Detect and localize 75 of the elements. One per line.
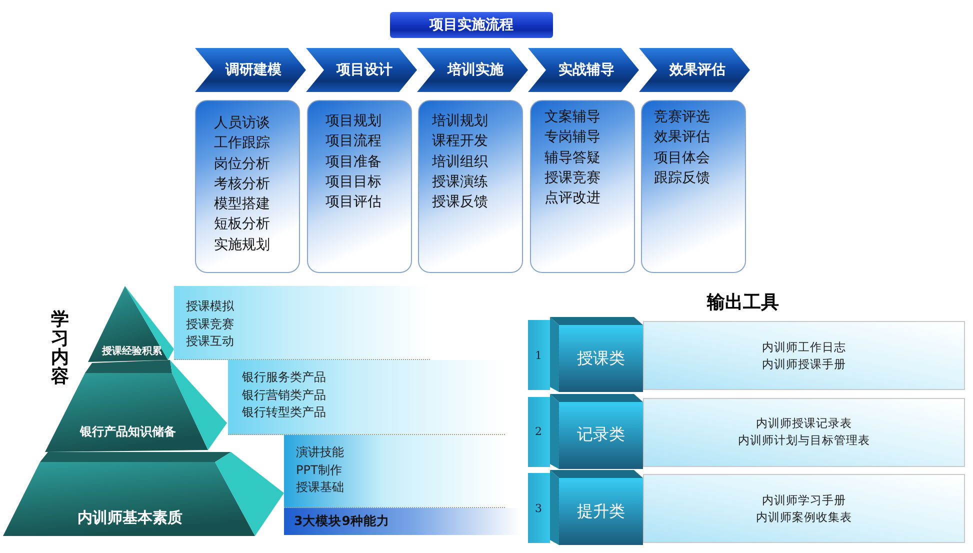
content-band bbox=[174, 286, 430, 360]
tool-band bbox=[643, 398, 965, 466]
title-banner bbox=[390, 12, 553, 38]
step-label: 调研建模 bbox=[226, 61, 282, 79]
task-item: 短板分析 bbox=[214, 215, 270, 234]
task-item: 培训组织 bbox=[432, 152, 488, 172]
tier-label: 内训师基本素质 bbox=[78, 508, 182, 528]
task-item: 课程开发 bbox=[432, 132, 488, 152]
task-item: 模型搭建 bbox=[214, 195, 270, 214]
content-item: 银行服务类产品 bbox=[242, 369, 326, 386]
task-item: 考核分析 bbox=[214, 174, 270, 194]
task-item: 文案辅导 bbox=[544, 108, 600, 127]
row-number: 1 bbox=[535, 348, 542, 362]
category-label: 授课类 bbox=[577, 348, 625, 369]
content-item: 授课基础 bbox=[296, 479, 344, 496]
task-card bbox=[641, 100, 746, 273]
tool-item: 内训师授课记录表 bbox=[756, 415, 852, 432]
task-item: 跟踪反馈 bbox=[654, 168, 710, 188]
category-label: 记录类 bbox=[577, 424, 625, 446]
task-item: 实施规划 bbox=[214, 236, 270, 255]
task-item: 项目流程 bbox=[326, 132, 382, 152]
number-tab bbox=[528, 320, 550, 390]
content-band bbox=[228, 360, 505, 435]
task-item: 培训规划 bbox=[432, 112, 488, 131]
task-item: 竞赛评选 bbox=[654, 108, 710, 127]
content-item: 授课模拟 bbox=[186, 298, 234, 315]
tier-label: 授课经验积累 bbox=[102, 344, 162, 358]
task-item: 辅导答疑 bbox=[544, 148, 600, 168]
row-number: 3 bbox=[535, 502, 542, 514]
banner-heading: 项目实施流程 bbox=[430, 16, 514, 34]
task-item: 项目评估 bbox=[326, 193, 382, 212]
task-item: 授课演练 bbox=[432, 172, 488, 192]
tool-band bbox=[643, 321, 965, 390]
step-label: 培训实施 bbox=[448, 61, 504, 79]
content-item: 演讲技能 bbox=[296, 444, 344, 461]
task-item: 授课竞赛 bbox=[544, 168, 600, 188]
content-item: 授课互动 bbox=[186, 333, 234, 350]
task-item: 项目准备 bbox=[326, 152, 382, 172]
content-band bbox=[284, 435, 505, 508]
section-heading: 学习内容 bbox=[51, 311, 70, 387]
task-item: 人员访谈 bbox=[214, 114, 270, 133]
section-heading: 输出工具 bbox=[707, 293, 779, 313]
tool-band bbox=[643, 474, 965, 543]
category-label: 提升类 bbox=[577, 501, 625, 522]
task-item: 项目体会 bbox=[654, 148, 710, 168]
number-tab bbox=[528, 473, 550, 543]
tool-item: 内训师案例收集表 bbox=[756, 508, 852, 526]
task-item: 专岗辅导 bbox=[544, 128, 600, 148]
step-label: 项目设计 bbox=[336, 61, 392, 79]
content-item: 银行转型类产品 bbox=[242, 404, 326, 422]
task-card bbox=[195, 100, 300, 273]
tool-item: 内训师计划与目标管理表 bbox=[738, 432, 870, 449]
tool-item: 内训师授课手册 bbox=[762, 356, 846, 372]
task-item: 工作跟踪 bbox=[214, 134, 270, 154]
content-item: 银行营销类产品 bbox=[242, 386, 326, 404]
step-label: 效果评估 bbox=[670, 61, 726, 79]
content-item: 授课竞赛 bbox=[186, 316, 234, 333]
task-card bbox=[306, 100, 412, 273]
number-tab bbox=[528, 396, 550, 466]
task-card bbox=[418, 100, 523, 273]
row-number: 2 bbox=[535, 425, 542, 438]
task-item: 点评改进 bbox=[544, 189, 600, 208]
tool-item: 内训师学习手册 bbox=[762, 492, 846, 508]
content-item: PPT制作 bbox=[296, 462, 342, 479]
task-item: 项目目标 bbox=[326, 172, 382, 192]
step-label: 实战辅导 bbox=[558, 61, 614, 79]
task-item: 项目规划 bbox=[326, 112, 382, 131]
summary-bar bbox=[284, 508, 520, 535]
task-card bbox=[530, 100, 634, 273]
summary-text: 3大模块9种能力 bbox=[294, 513, 390, 530]
task-item: 效果评估 bbox=[654, 128, 710, 148]
tool-item: 内训师工作日志 bbox=[762, 338, 846, 356]
task-item: 岗位分析 bbox=[214, 154, 270, 174]
task-item: 授课反馈 bbox=[432, 193, 488, 212]
tier-label: 银行产品知识储备 bbox=[80, 424, 176, 440]
